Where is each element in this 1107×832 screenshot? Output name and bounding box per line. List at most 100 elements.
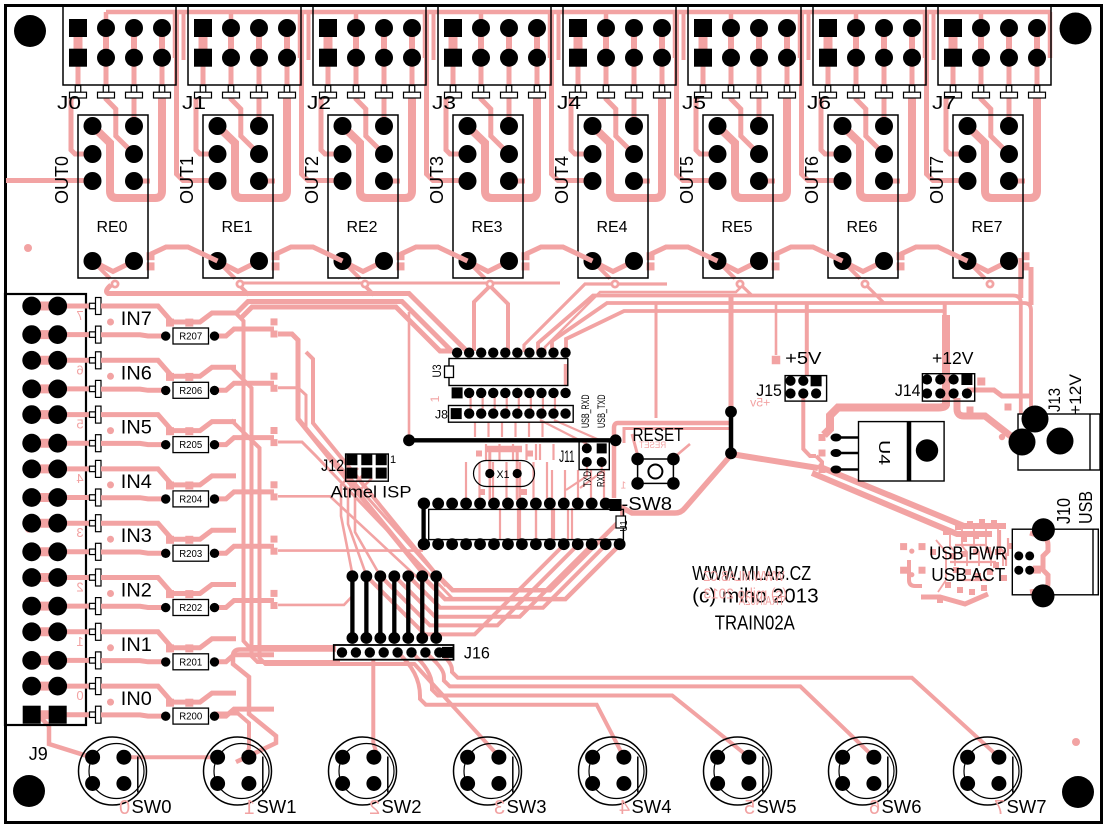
svg-text:1: 1: [76, 634, 83, 649]
svg-text:J8: J8: [435, 408, 448, 422]
svg-text:J1: J1: [182, 93, 206, 113]
svg-text:SW5: SW5: [757, 796, 797, 817]
svg-text:R204: R204: [179, 495, 202, 506]
svg-text:RE5: RE5: [722, 219, 753, 236]
svg-text:IN3: IN3: [121, 526, 152, 547]
svg-text:3: 3: [494, 797, 505, 819]
svg-text:X1: X1: [497, 469, 510, 481]
svg-text:2: 2: [369, 797, 380, 819]
svg-text:USB_RXD: USB_RXD: [580, 394, 592, 428]
svg-text:6: 6: [869, 797, 880, 819]
svg-text:U3: U3: [430, 364, 444, 377]
svg-text:SW7: SW7: [1007, 796, 1047, 817]
svg-text:OUT1: OUT1: [177, 156, 197, 204]
svg-text:U4: U4: [875, 440, 892, 465]
svg-text:J11: J11: [559, 447, 575, 466]
svg-text:4: 4: [76, 471, 83, 486]
svg-text:OUT5: OUT5: [677, 156, 697, 204]
svg-text:IN5: IN5: [121, 418, 152, 439]
svg-text:RESET: RESET: [633, 425, 684, 445]
svg-text:J9: J9: [29, 743, 48, 764]
svg-text:SW4: SW4: [632, 796, 672, 817]
svg-text:R206: R206: [179, 386, 202, 397]
svg-text:IN1: IN1: [121, 635, 152, 656]
svg-text:OUT4: OUT4: [552, 156, 572, 204]
svg-text:+12V: +12V: [932, 348, 974, 368]
svg-text:R207: R207: [179, 332, 202, 343]
svg-text:J0: J0: [57, 93, 81, 113]
svg-text:0: 0: [119, 797, 130, 819]
svg-text:RE1: RE1: [222, 219, 253, 236]
svg-text:Atmel ISP: Atmel ISP: [331, 483, 412, 502]
svg-text:3: 3: [76, 525, 83, 540]
svg-text:RE4: RE4: [597, 219, 628, 236]
svg-text:J5: J5: [682, 93, 706, 113]
svg-text:R201: R201: [179, 657, 202, 668]
svg-text:(c) miho 2013: (c) miho 2013: [704, 586, 787, 603]
svg-text:J2: J2: [307, 93, 331, 113]
svg-text:J7: J7: [932, 93, 956, 113]
svg-text:SW0: SW0: [132, 796, 172, 817]
svg-text:RE0: RE0: [97, 219, 128, 236]
svg-text:RE2: RE2: [347, 219, 378, 236]
svg-text:USB: USB: [1075, 491, 1096, 524]
svg-text:OUT7: OUT7: [927, 156, 947, 204]
svg-text:J13: J13: [1045, 388, 1064, 412]
svg-text:TRAIN02A: TRAIN02A: [739, 593, 785, 608]
svg-text:U1: U1: [619, 520, 630, 531]
svg-text:RE3: RE3: [472, 219, 503, 236]
svg-text:R203: R203: [179, 549, 202, 560]
svg-text:+12V: +12V: [1066, 373, 1085, 415]
svg-text:OUT6: OUT6: [802, 156, 822, 204]
svg-text:-SW8: -SW8: [622, 493, 673, 514]
svg-text:USB_TXD: USB_TXD: [596, 394, 608, 428]
svg-text:J12: J12: [321, 456, 344, 475]
svg-text:OUT2: OUT2: [302, 156, 322, 204]
svg-text:4: 4: [619, 797, 630, 819]
svg-text:OUT0: OUT0: [52, 156, 72, 204]
svg-text:IN4: IN4: [121, 472, 152, 493]
svg-text:RXD: RXD: [596, 471, 608, 487]
svg-text:IN2: IN2: [121, 581, 152, 602]
svg-text:IN6: IN6: [121, 363, 152, 384]
svg-text:R200: R200: [179, 712, 202, 723]
svg-text:1: 1: [244, 797, 255, 819]
svg-text:IN7: IN7: [121, 309, 152, 330]
svg-text:+5V: +5V: [785, 348, 822, 368]
svg-text:SW3: SW3: [507, 796, 547, 817]
svg-text:OUT3: OUT3: [427, 156, 447, 204]
svg-text:TRAIN02A: TRAIN02A: [715, 612, 795, 635]
svg-text:RE6: RE6: [847, 219, 878, 236]
svg-text:5: 5: [76, 417, 83, 432]
svg-text:SW6: SW6: [882, 796, 922, 817]
svg-text:5: 5: [744, 797, 755, 819]
svg-text:J15: J15: [756, 381, 782, 400]
svg-text:J3: J3: [432, 93, 456, 113]
svg-text:J4: J4: [557, 93, 581, 113]
svg-text:(c) miho 2013: (c) miho 2013: [692, 585, 819, 608]
svg-text:TXD: TXD: [582, 471, 594, 487]
svg-text:WWW.MLAB.CZ: WWW.MLAB.CZ: [703, 568, 784, 585]
svg-text:1: 1: [390, 454, 396, 466]
svg-text:J10: J10: [1053, 498, 1074, 524]
svg-text:7: 7: [76, 308, 83, 323]
svg-text:+5v: +5v: [750, 396, 770, 410]
svg-text:1: 1: [620, 481, 626, 492]
svg-text:USB ACT: USB ACT: [931, 564, 1005, 585]
svg-text:J14: J14: [895, 381, 921, 400]
svg-text:WWW.MLAB.CZ: WWW.MLAB.CZ: [692, 562, 811, 585]
svg-text:R202: R202: [179, 603, 202, 614]
svg-text:SW1: SW1: [257, 796, 297, 817]
svg-text:J6: J6: [807, 93, 831, 113]
svg-text:1: 1: [428, 395, 442, 402]
svg-text:IN0: IN0: [121, 689, 152, 710]
svg-text:J16: J16: [464, 644, 490, 663]
svg-text:2: 2: [76, 580, 83, 595]
svg-text:R205: R205: [179, 440, 202, 451]
svg-text:7: 7: [994, 797, 1005, 819]
svg-text:6: 6: [76, 362, 83, 377]
svg-text:SW2: SW2: [382, 796, 422, 817]
svg-text:0: 0: [76, 688, 83, 703]
svg-text:RESET: RESET: [639, 440, 666, 450]
svg-text:RE7: RE7: [972, 219, 1003, 236]
